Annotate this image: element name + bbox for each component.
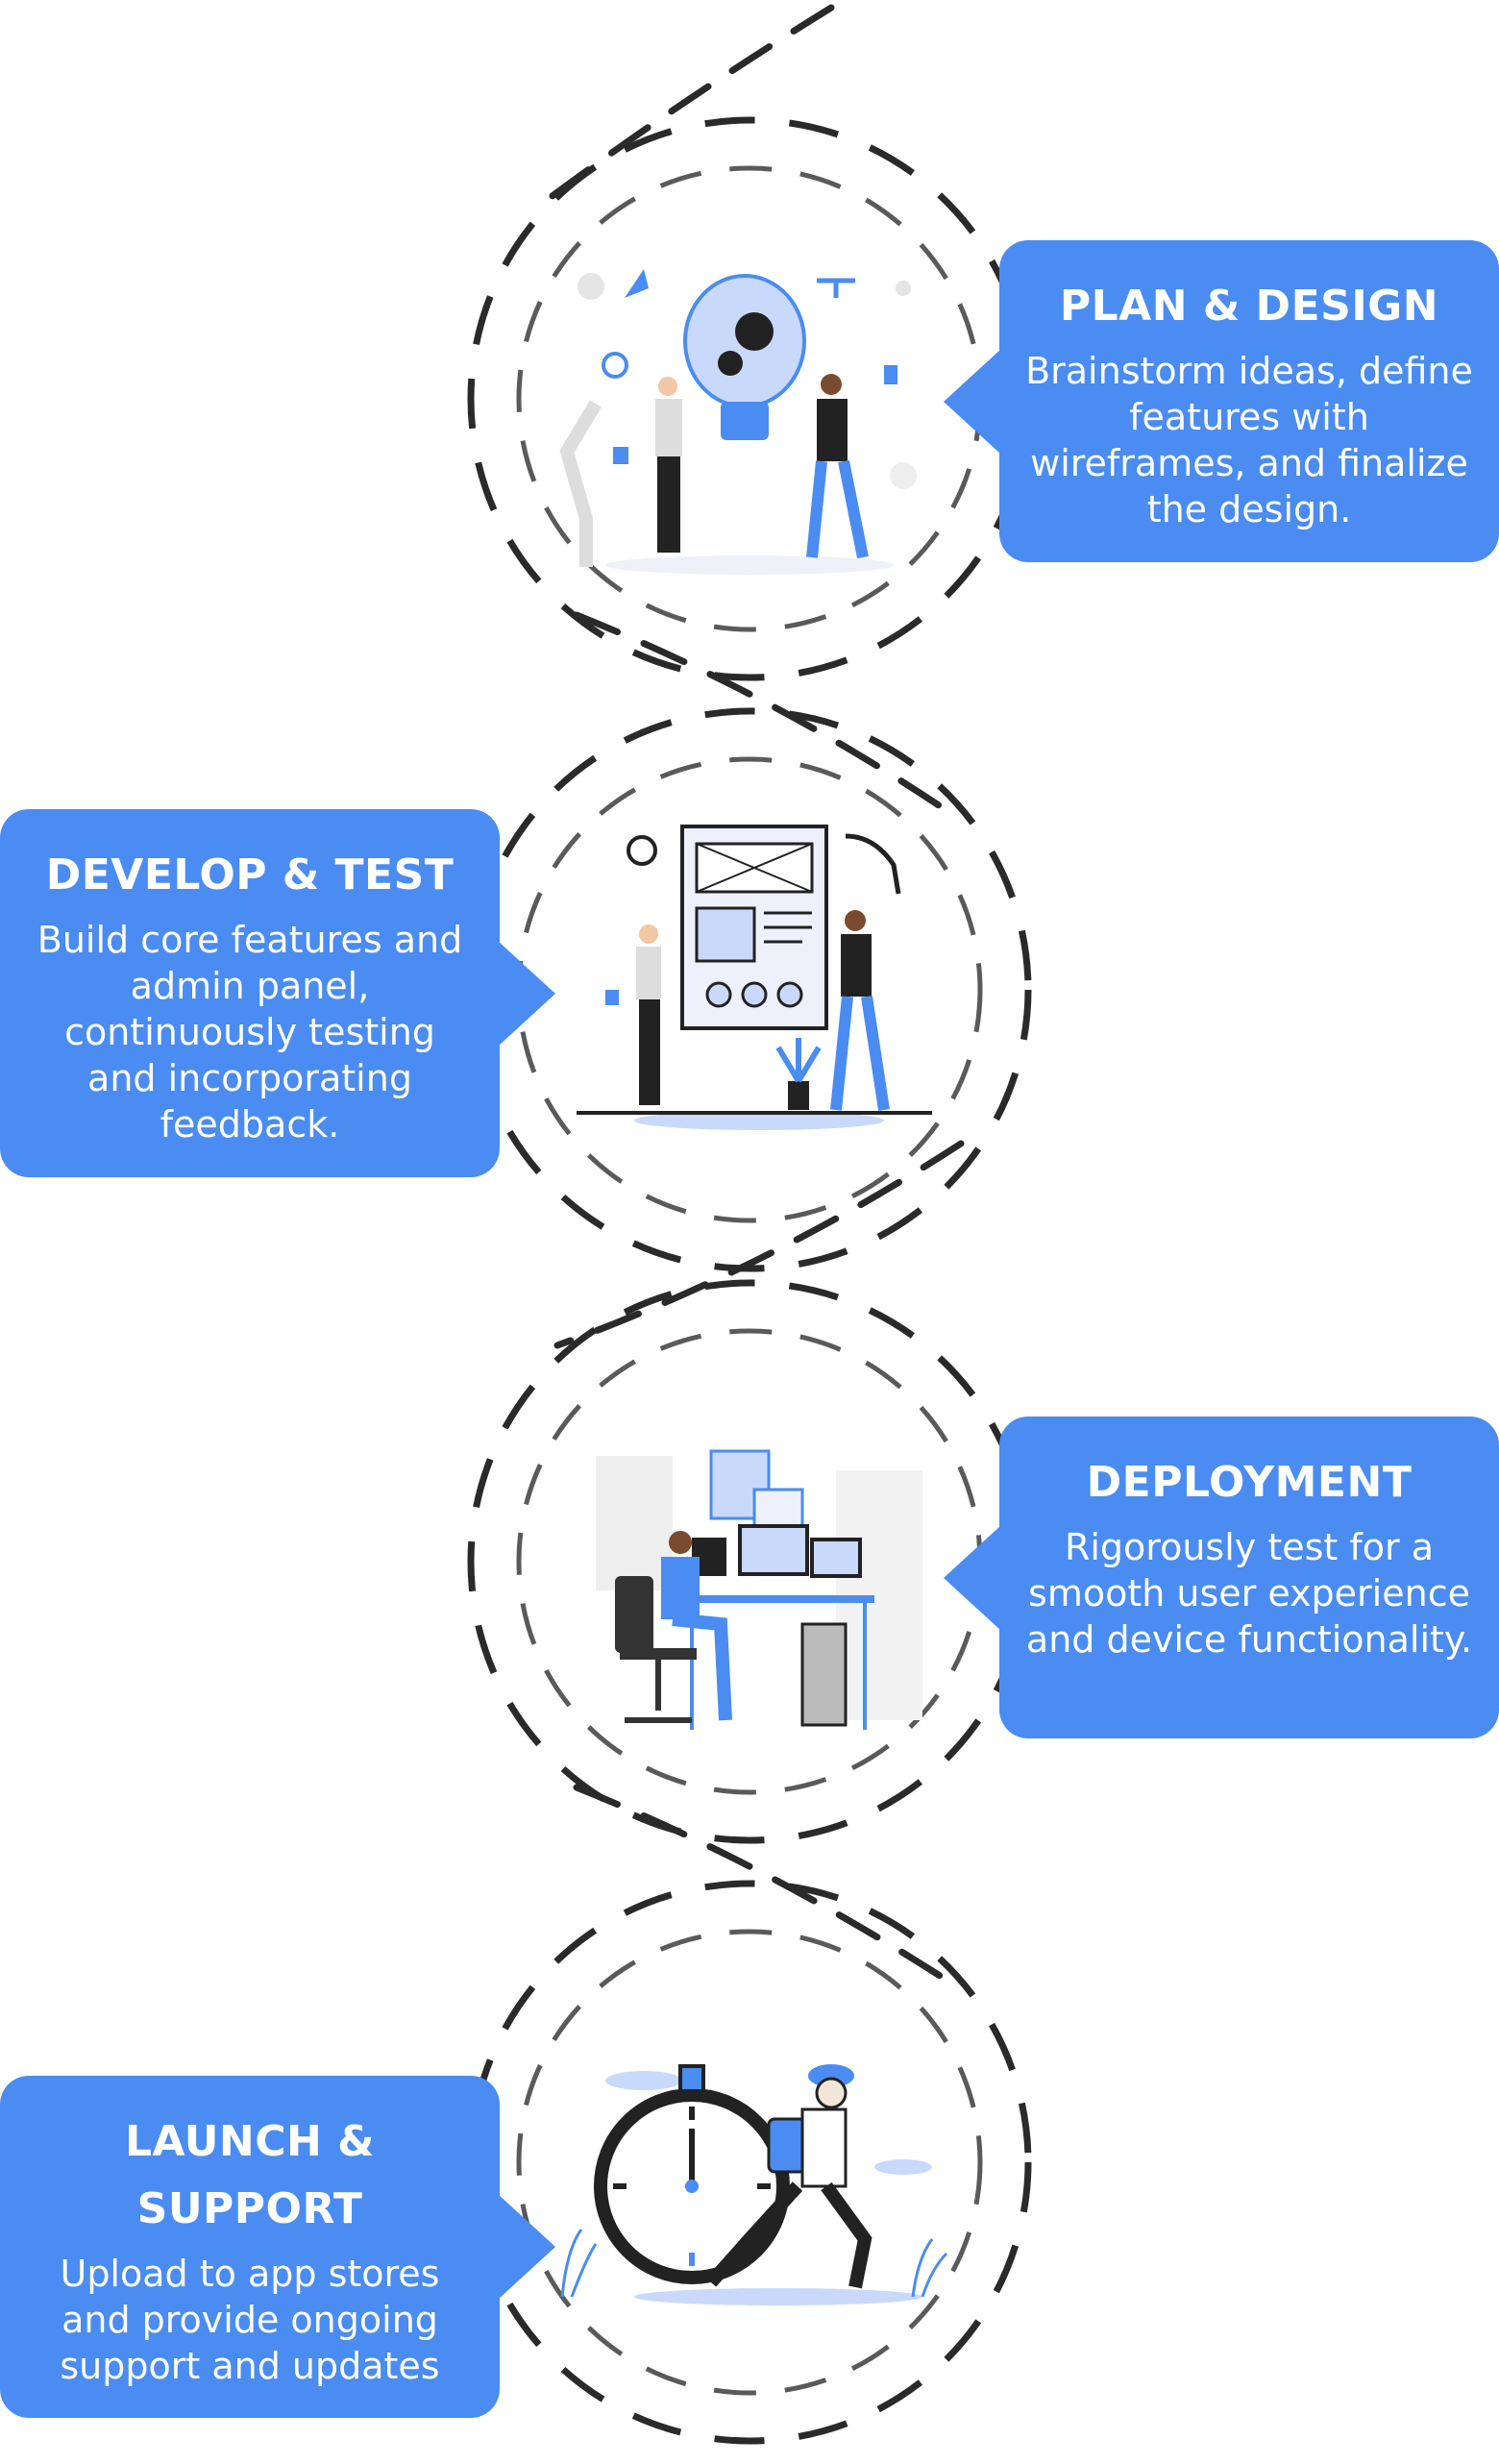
gear-icon	[577, 273, 604, 300]
lightbulb-icon	[627, 835, 657, 866]
step-card-develop-test: DEVELOP & TEST Build core features and a…	[0, 809, 555, 1177]
step-card-deployment: DEPLOYMENT Rigorously test for a smooth …	[944, 1417, 1499, 1738]
step-title: DEVELOP & TEST	[45, 850, 455, 899]
step-title: LAUNCH & SUPPORT	[124, 2117, 376, 2233]
step-description: Rigorously test for a smooth user experi…	[1025, 1526, 1473, 1661]
step-description: Brainstorm ideas, define features with w…	[1025, 350, 1473, 530]
step-card-launch-support: LAUNCH & SUPPORT Upload to app stores an…	[0, 2076, 555, 2418]
developer-workstation-illustration	[596, 1449, 922, 1730]
step-description: Upload to app stores and provide ongoing…	[60, 2253, 440, 2387]
step-title: DEPLOYMENT	[1086, 1458, 1413, 1507]
lightbulb-brainstorm-illustration	[559, 269, 917, 575]
wireframe-board-illustration	[577, 825, 932, 1130]
stopwatch-courier-illustration	[560, 2064, 948, 2305]
step-card-plan-design: PLAN & DESIGN Brainstorm ideas, define f…	[944, 240, 1499, 562]
step-description: Build core features and admin panel, con…	[37, 919, 463, 1146]
step-title: PLAN & DESIGN	[1059, 282, 1439, 331]
stopwatch-icon	[594, 2064, 790, 2284]
